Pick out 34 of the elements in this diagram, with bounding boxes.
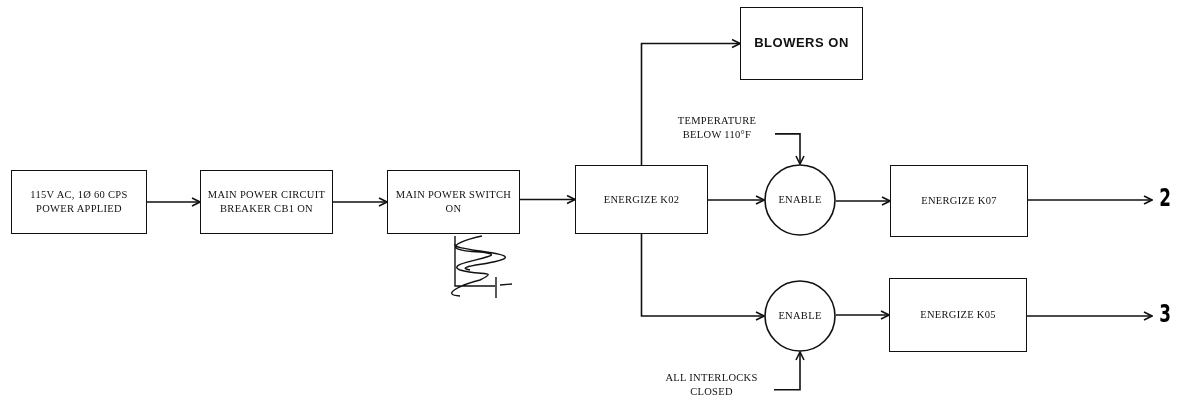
condition-label: TEMPERATURE BELOW 110°F <box>660 114 774 142</box>
process-box <box>740 7 863 80</box>
box-label: ENERGIZE K07 <box>921 194 997 208</box>
arrow <box>1027 195 1153 205</box>
process-box <box>200 170 333 234</box>
box-label: ENABLE <box>778 193 822 207</box>
box-label: ENERGIZE K05 <box>920 308 996 322</box>
arrow <box>640 233 765 321</box>
process-box <box>890 165 1028 237</box>
decision-circle <box>764 164 836 236</box>
box-label: BLOWERS ON <box>754 34 849 53</box>
continuation-number: 2 <box>1158 184 1172 212</box>
box-label: MAIN POWER SWITCH ON <box>394 188 513 216</box>
process-box <box>889 278 1027 352</box>
arrow <box>146 197 201 207</box>
arrow <box>707 195 765 205</box>
arrow <box>1026 311 1153 321</box>
process-box <box>387 170 520 234</box>
arrow <box>519 194 576 205</box>
process-box <box>575 165 708 234</box>
box-label: 115V AC, 1Ø 60 CPS POWER APPLIED <box>29 188 129 216</box>
box-label: ENABLE <box>778 309 822 323</box>
arrow <box>773 351 805 391</box>
condition-label: ALL INTERLOCKS CLOSED <box>650 371 773 399</box>
continuation-number: 3 <box>1158 300 1172 328</box>
process-box <box>11 170 147 234</box>
arrow <box>835 196 891 206</box>
arrow <box>332 197 388 207</box>
box-label: MAIN POWER CIRCUIT BREAKER CB1 ON <box>206 188 327 216</box>
arrow <box>640 38 741 166</box>
arrow <box>774 133 805 165</box>
arrow <box>835 310 890 320</box>
decision-circle <box>764 280 836 352</box>
box-label: ENERGIZE K02 <box>603 192 680 207</box>
